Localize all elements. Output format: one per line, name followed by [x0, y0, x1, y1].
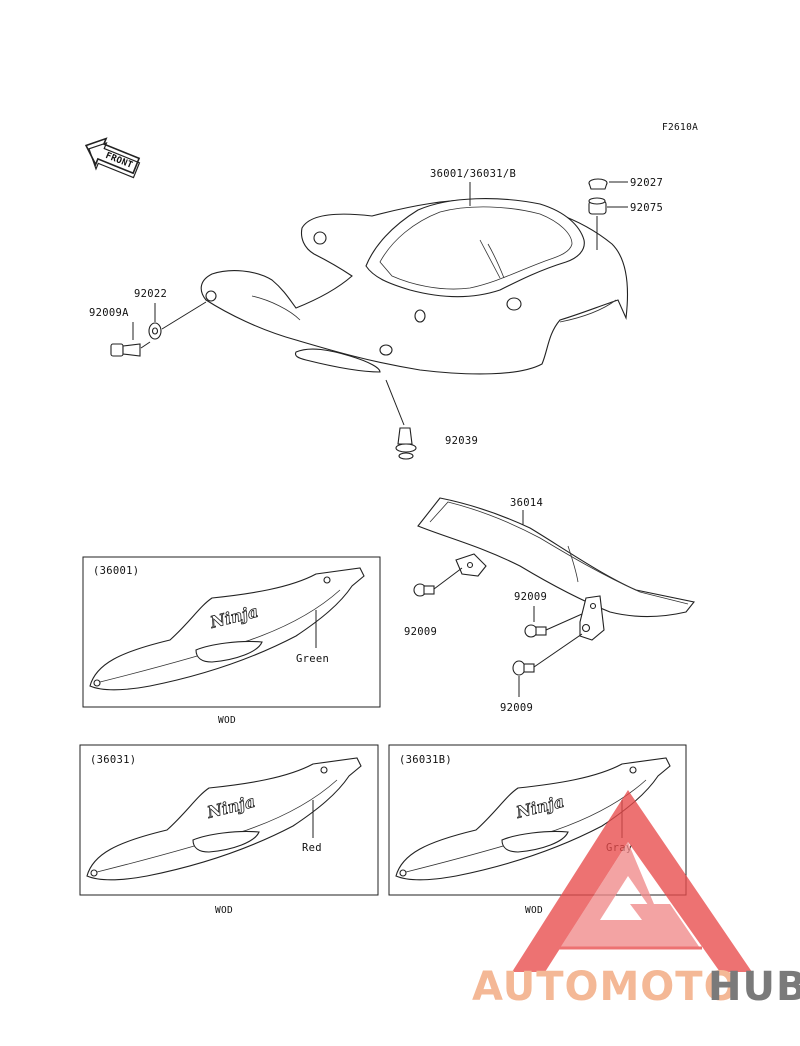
part-36014: 36014	[417, 497, 695, 641]
label-92039: 92039	[445, 435, 478, 447]
label-92009-bottom: 92009	[500, 702, 533, 714]
part-92022: 92022	[134, 288, 207, 340]
label-92009a: 92009A	[89, 307, 129, 319]
variant-box-36031b: (36031B) Ninja Gray WOD	[388, 744, 687, 916]
variant-footer: WOD	[525, 905, 543, 916]
part-92039: 92039	[385, 379, 478, 460]
watermark-automoto: AUTOMOTO	[472, 964, 739, 1010]
label-92075: 92075	[630, 202, 663, 214]
part-92009-left: 92009	[404, 567, 463, 638]
variant-box-36001: (36001) Ninja Green WOD	[82, 556, 381, 726]
seat-cowl-part	[200, 198, 629, 375]
variant-box-36031: (36031) Ninja Red WOD	[79, 744, 379, 916]
variant-code: (36001)	[93, 565, 139, 577]
figure-code: F2610A	[662, 122, 698, 133]
label-92027: 92027	[630, 177, 663, 189]
variant-code: (36031)	[90, 754, 136, 766]
variant-color: Green	[296, 653, 329, 665]
label-36001-36031-b: 36001/36031/B	[430, 168, 516, 180]
part-92009-middle: 92009	[514, 591, 583, 638]
side-cover-36031b: Ninja	[395, 757, 671, 881]
part-92009-bottom: 92009	[500, 633, 583, 714]
side-cover-36031: Ninja	[86, 757, 362, 881]
front-arrow-icon: FRONT	[84, 137, 141, 179]
variant-code: (36031B)	[399, 754, 452, 766]
part-92009a: 92009A	[89, 307, 151, 357]
label-92022: 92022	[134, 288, 167, 300]
automotohub-logo-icon	[512, 790, 752, 972]
part-92027: 92027	[588, 177, 663, 190]
label-92009-middle: 92009	[514, 591, 547, 603]
label-36014: 36014	[510, 497, 543, 509]
part-92075: 92075	[588, 197, 663, 250]
watermark-hub: HUB	[708, 964, 800, 1010]
variant-footer: WOD	[215, 905, 233, 916]
side-cover-36001: Ninja Green	[89, 567, 365, 691]
variant-footer: WOD	[218, 715, 236, 726]
variant-color: Red	[302, 842, 322, 854]
label-92009-left: 92009	[404, 626, 437, 638]
